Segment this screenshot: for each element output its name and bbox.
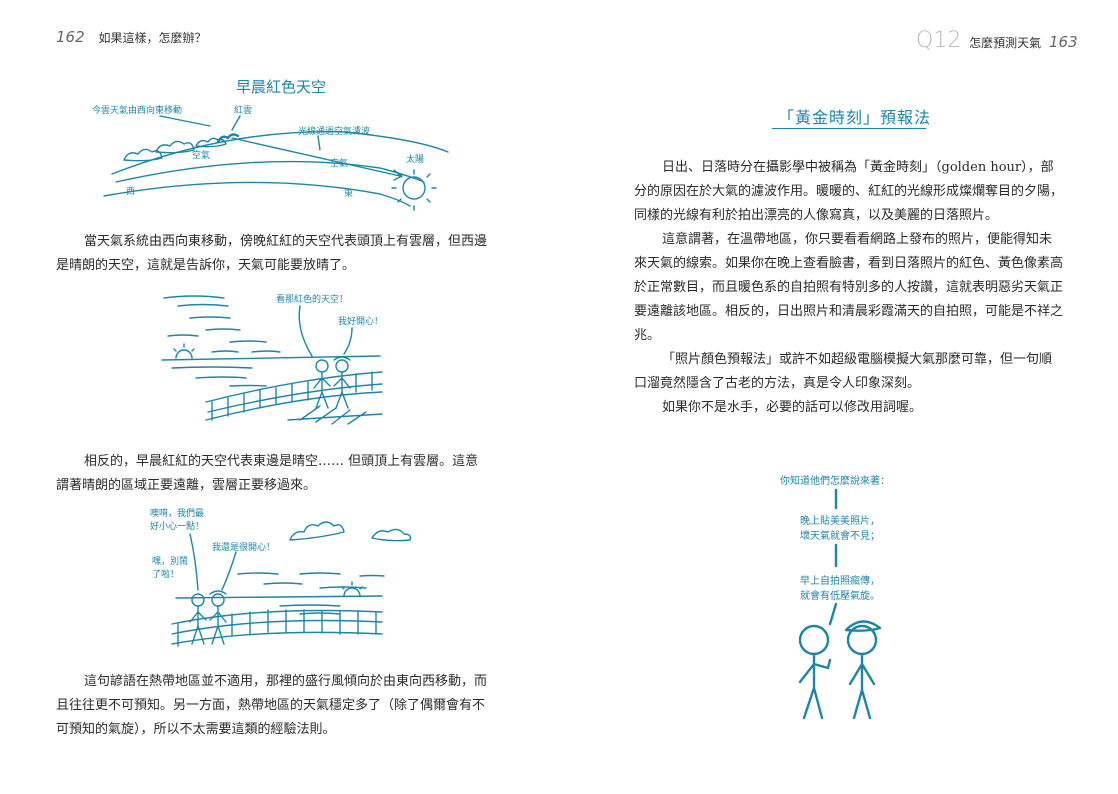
figure4-line-2: 壞天氣就會不見； bbox=[800, 531, 880, 542]
left-page-number: 162 bbox=[56, 28, 85, 46]
figure3-speech-1: 噢唷，我們最好小心一點！ bbox=[150, 509, 205, 532]
chapter-mark: Q12 bbox=[916, 28, 962, 53]
left-paragraph-1: 當天氣系統由西向東移動，傍晚紅紅的天空代表頭頂上有雲層，但西邊是晴朗的天空，這就… bbox=[56, 234, 488, 273]
label-air-1: 空氣 bbox=[192, 151, 211, 161]
figure4-line-1: 晚上貼美美照片， bbox=[800, 516, 880, 527]
figure2-speech-1: 看那紅色的天空！ bbox=[276, 295, 349, 305]
label-sun: 太陽 bbox=[406, 155, 425, 165]
left-paragraph-3: 這句諺語在熱帶地區並不適用，那裡的盛行風傾向於由東向西移動，而且往往更不可預知。… bbox=[56, 674, 488, 737]
right-paragraph-3: 「照片顏色預報法」或許不如超級電腦模擬大氣那麼可靠，但一句順口溜竟然隱含了古老的… bbox=[634, 352, 1053, 391]
figure4-line-3: 早上自拍照瘋傳， bbox=[800, 576, 880, 587]
figure2-speech-2: 我好開心！ bbox=[338, 317, 384, 327]
right-paragraph-1: 日出、日落時分在攝影學中被稱為「黃金時刻」（golden hour），部分的原因… bbox=[634, 160, 1064, 223]
label-clouds-moving: 今雲天氣由西向東移動 bbox=[92, 106, 183, 116]
section-heading-underline bbox=[772, 128, 926, 129]
section-heading: 「黃金時刻」預報法 bbox=[778, 108, 932, 127]
right-running-header: Q12 怎麼預測天氣 163 bbox=[916, 28, 1078, 53]
right-body: 日出、日落時分在攝影學中被稱為「黃金時刻」（golden hour），部分的原因… bbox=[634, 156, 1064, 420]
left-running-header: 162 如果這樣，怎麼辦？ bbox=[56, 28, 206, 46]
figure3-speech-2: 我還是很開心！ bbox=[212, 543, 276, 553]
right-running-title: 怎麼預測天氣 bbox=[969, 36, 1042, 50]
right-paragraph-4: 如果你不是水手，必要的話可以修改用詞喔。 bbox=[662, 400, 923, 415]
figure4-line-4: 就會有低壓氣旋。 bbox=[800, 591, 880, 602]
figure3-speech-3: 嘿，別鬧了啦！ bbox=[152, 557, 189, 580]
label-red-cloud: 紅雲 bbox=[234, 106, 253, 116]
figure1-title: 早晨紅色天空 bbox=[236, 78, 327, 96]
left-running-title: 如果這樣，怎麼辦？ bbox=[98, 31, 207, 45]
right-paragraph-2: 這意謂著，在溫帶地區，你只要看看網路上發布的照片，便能得知未來天氣的線索。如果你… bbox=[634, 232, 1064, 343]
figure4-title: 你知道他們怎麼說來著： bbox=[780, 476, 890, 487]
right-page-number: 163 bbox=[1048, 33, 1078, 51]
label-east: 東 bbox=[344, 189, 354, 199]
left-paragraph-2: 相反的，早晨紅紅的天空代表東邊是晴空…… 但頭頂上有雲層。這意謂著晴朗的區域正要… bbox=[56, 454, 479, 493]
